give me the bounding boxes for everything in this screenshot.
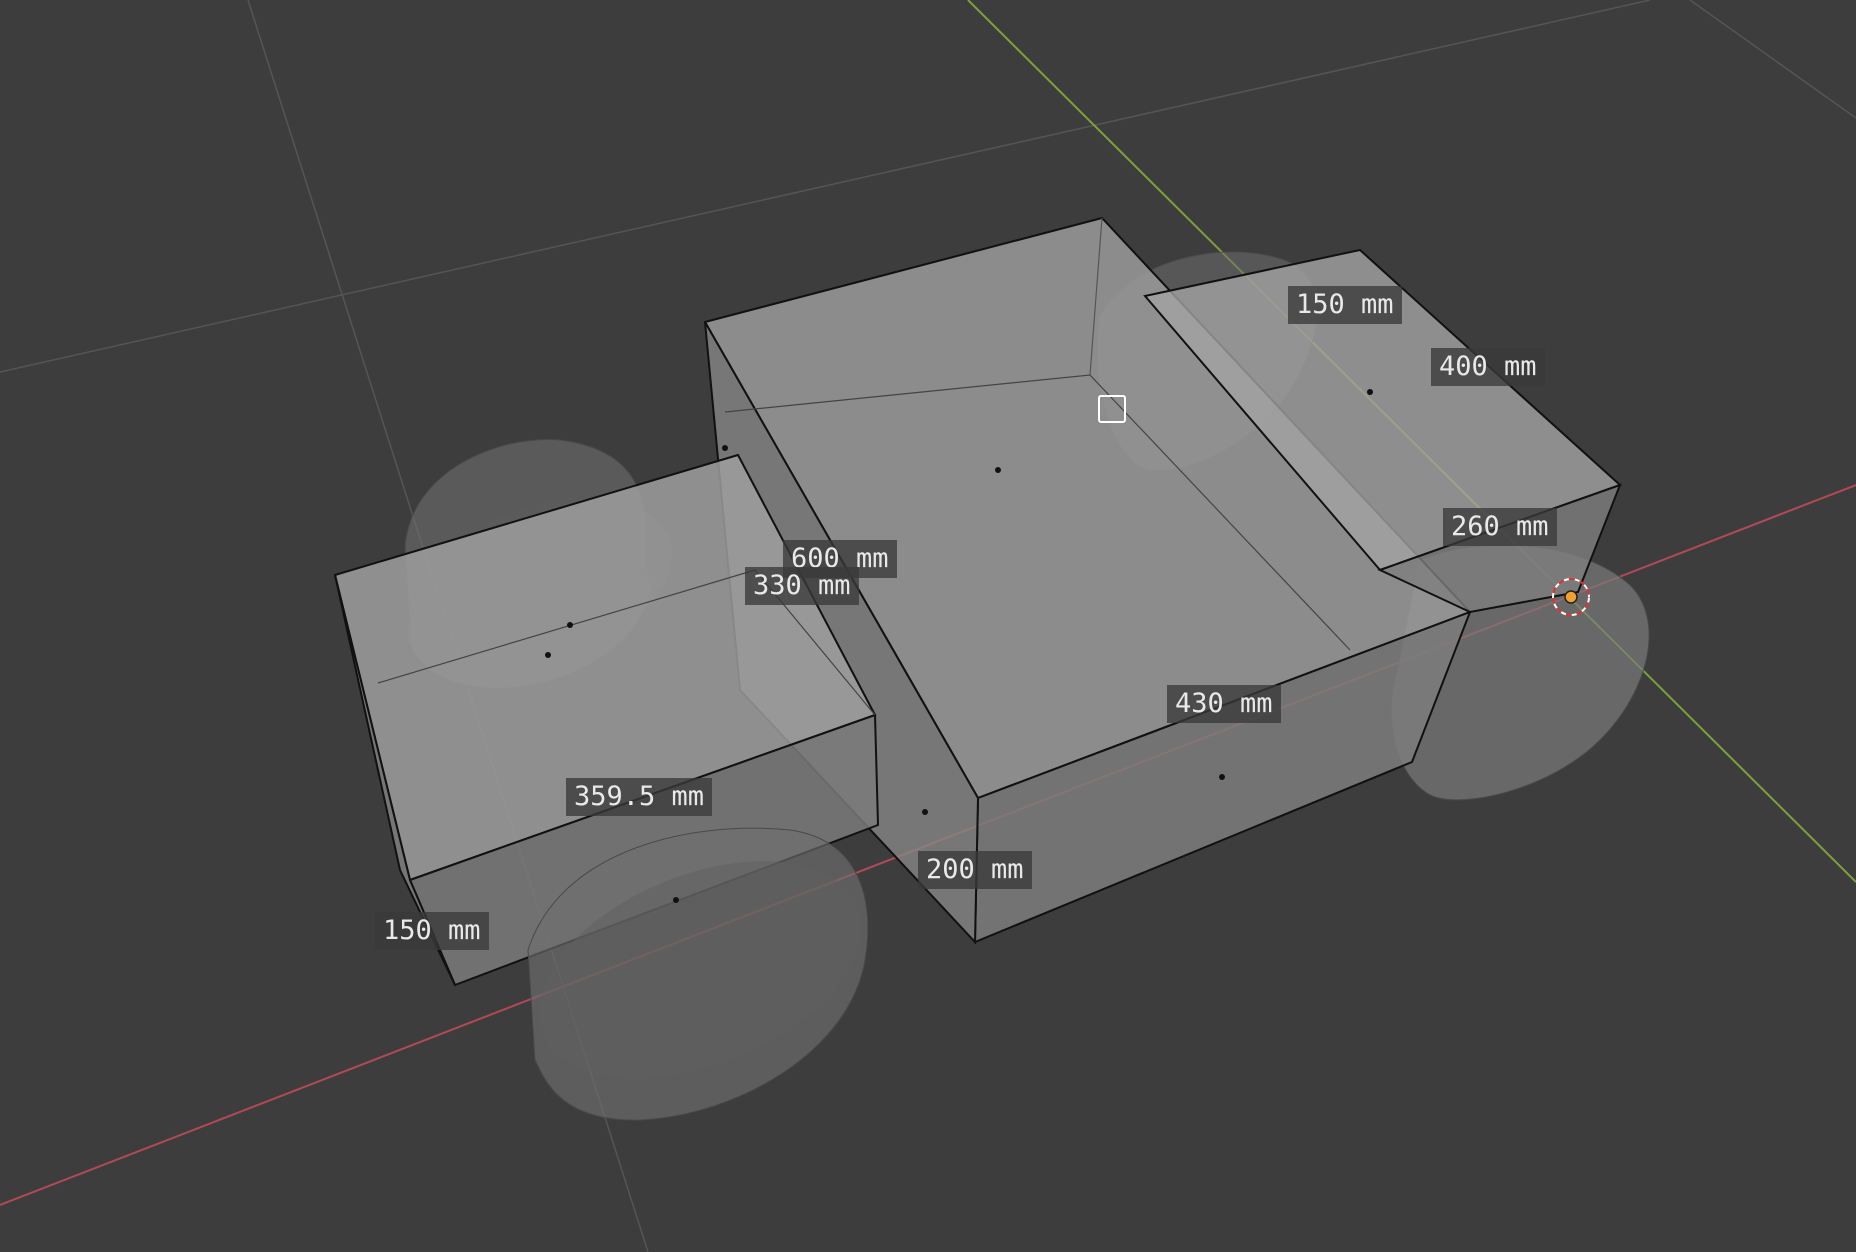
measure-label: 400 mm xyxy=(1431,348,1545,386)
measure-label: 359.5 mm xyxy=(566,778,713,816)
hood-left-face xyxy=(334,574,456,986)
measure-label: 430 mm xyxy=(1167,685,1281,723)
measure-label: 150 mm xyxy=(375,912,489,950)
cab-box[interactable] xyxy=(703,216,1472,945)
3d-cursor-icon[interactable] xyxy=(1552,578,1590,616)
measure-label: 150 mm xyxy=(1288,286,1402,324)
grid-line xyxy=(1689,0,1856,119)
measure-label: 200 mm xyxy=(918,851,1032,889)
bed-box[interactable] xyxy=(1143,248,1622,614)
selection-box-icon[interactable] xyxy=(1098,395,1126,423)
measure-label: 330 mm xyxy=(745,567,859,605)
wheel-front-left[interactable] xyxy=(507,818,893,1122)
cab-inner-edge xyxy=(1089,217,1103,376)
vertex-dots xyxy=(545,389,1373,903)
measure-label: 260 mm xyxy=(1443,508,1557,546)
grid-line xyxy=(0,0,1651,373)
